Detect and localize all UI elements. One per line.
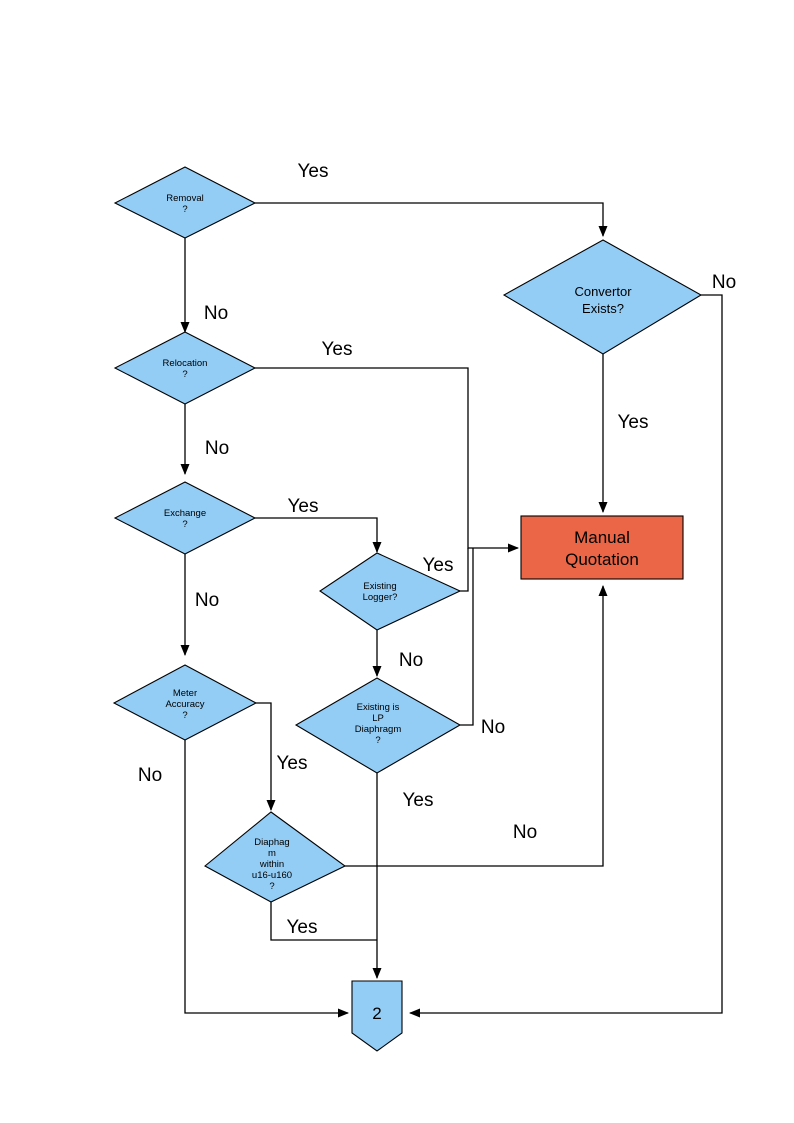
node-convertor-exists[interactable]: Convertor Exists? bbox=[502, 239, 703, 355]
convertor-exists-diamond[interactable] bbox=[502, 239, 703, 355]
node-manual-quotation[interactable]: Manual Quotation bbox=[520, 515, 684, 580]
node-removal[interactable]: Removal ? bbox=[113, 166, 257, 239]
offpage-connector-shape[interactable] bbox=[351, 980, 403, 1052]
label-convertor-yes: Yes bbox=[618, 412, 649, 433]
meter-accuracy-label-line-1: Accuracy bbox=[165, 699, 204, 710]
diaphragm-range-label-line-1: m bbox=[268, 848, 276, 859]
exchange-label-line-0: Exchange bbox=[164, 508, 206, 519]
relocation-label-line-0: Relocation bbox=[163, 358, 208, 369]
node-existing-lp-diaphragm[interactable]: Existing is LP Diaphragm ? bbox=[294, 677, 462, 774]
meter-accuracy-diamond[interactable] bbox=[112, 664, 258, 741]
node-offpage-connector-2[interactable]: 2 bbox=[351, 980, 403, 1052]
offpage-connector-label: 2 bbox=[372, 1004, 381, 1023]
node-meter-accuracy[interactable]: Meter Accuracy ? bbox=[112, 664, 258, 741]
diaphragm-range-label-line-3: u16-u160 bbox=[252, 870, 292, 881]
relocation-diamond[interactable] bbox=[113, 331, 257, 405]
exchange-label-line-1: ? bbox=[182, 519, 187, 530]
removal-diamond[interactable] bbox=[113, 166, 257, 239]
connector-lines bbox=[180, 202, 723, 1018]
manual-quotation-label-line-1: Quotation bbox=[565, 550, 639, 569]
label-convertor-no: No bbox=[712, 272, 736, 293]
convertor-exists-label-line-1: Exists? bbox=[582, 301, 624, 316]
removal-label-line-1: ? bbox=[182, 204, 187, 215]
existing-lp-label-line-2: Diaphragm bbox=[355, 724, 402, 735]
edge-diaphagm-yes bbox=[270, 902, 377, 941]
label-exchange-yes: Yes bbox=[288, 496, 319, 517]
convertor-exists-label-line-0: Convertor bbox=[574, 284, 632, 299]
edge-relocation-yes bbox=[255, 367, 519, 553]
edge-exlp-no bbox=[460, 548, 474, 726]
label-diaphagm-yes: Yes bbox=[287, 917, 318, 938]
manual-quotation-label-line-0: Manual bbox=[574, 528, 630, 547]
edge-label-group: Yes No Yes No Yes No Yes No Yes No Yes N… bbox=[138, 161, 736, 938]
label-removal-no: No bbox=[204, 303, 228, 324]
meter-accuracy-label-line-2: ? bbox=[182, 710, 187, 721]
label-exchange-no: No bbox=[195, 590, 219, 611]
label-exlogger-no: No bbox=[399, 650, 423, 671]
relocation-label-line-1: ? bbox=[182, 369, 187, 380]
edge-removal-yes bbox=[255, 202, 608, 237]
diaphragm-range-label-line-2: within bbox=[259, 859, 284, 870]
label-exlp-yes: Yes bbox=[403, 790, 434, 811]
label-diaphagm-no: No bbox=[513, 822, 537, 843]
edge-meteracc-yes bbox=[256, 702, 276, 811]
existing-logger-diamond[interactable] bbox=[319, 552, 462, 631]
node-existing-logger[interactable]: Existing Logger? bbox=[319, 552, 462, 631]
label-meteracc-yes: Yes bbox=[277, 753, 308, 774]
existing-logger-label-line-1: Logger? bbox=[363, 592, 398, 603]
node-exchange[interactable]: Exchange ? bbox=[113, 481, 257, 555]
node-diaphragm-range[interactable]: Diaphag m within u16-u160 ? bbox=[204, 811, 347, 903]
existing-lp-diaphragm-diamond[interactable] bbox=[294, 677, 462, 774]
diaphragm-range-diamond[interactable] bbox=[204, 811, 347, 903]
label-exlogger-yes: Yes bbox=[423, 555, 454, 576]
label-removal-yes: Yes bbox=[298, 161, 329, 182]
manual-quotation-box[interactable] bbox=[520, 515, 684, 580]
label-exlp-no: No bbox=[481, 717, 505, 738]
diaphragm-range-label-line-0: Diaphag bbox=[254, 837, 289, 848]
exchange-diamond[interactable] bbox=[113, 481, 257, 555]
diaphragm-range-label-line-4: ? bbox=[269, 881, 274, 892]
existing-logger-label-line-0: Existing bbox=[363, 581, 396, 592]
existing-lp-label-line-3: ? bbox=[375, 735, 380, 746]
removal-label-line-0: Removal bbox=[166, 193, 204, 204]
edge-meteracc-no bbox=[184, 740, 349, 1018]
label-relocation-yes: Yes bbox=[322, 339, 353, 360]
node-relocation[interactable]: Relocation ? bbox=[113, 331, 257, 405]
existing-lp-label-line-0: Existing is bbox=[357, 702, 400, 713]
existing-lp-label-line-1: LP bbox=[372, 713, 384, 724]
edge-convertor-no bbox=[409, 294, 723, 1018]
edge-diaphagm-no bbox=[345, 585, 608, 867]
label-relocation-no: No bbox=[205, 438, 229, 459]
edge-exchange-yes bbox=[255, 517, 382, 553]
label-meteracc-no: No bbox=[138, 765, 162, 786]
meter-accuracy-label-line-0: Meter bbox=[173, 688, 197, 699]
